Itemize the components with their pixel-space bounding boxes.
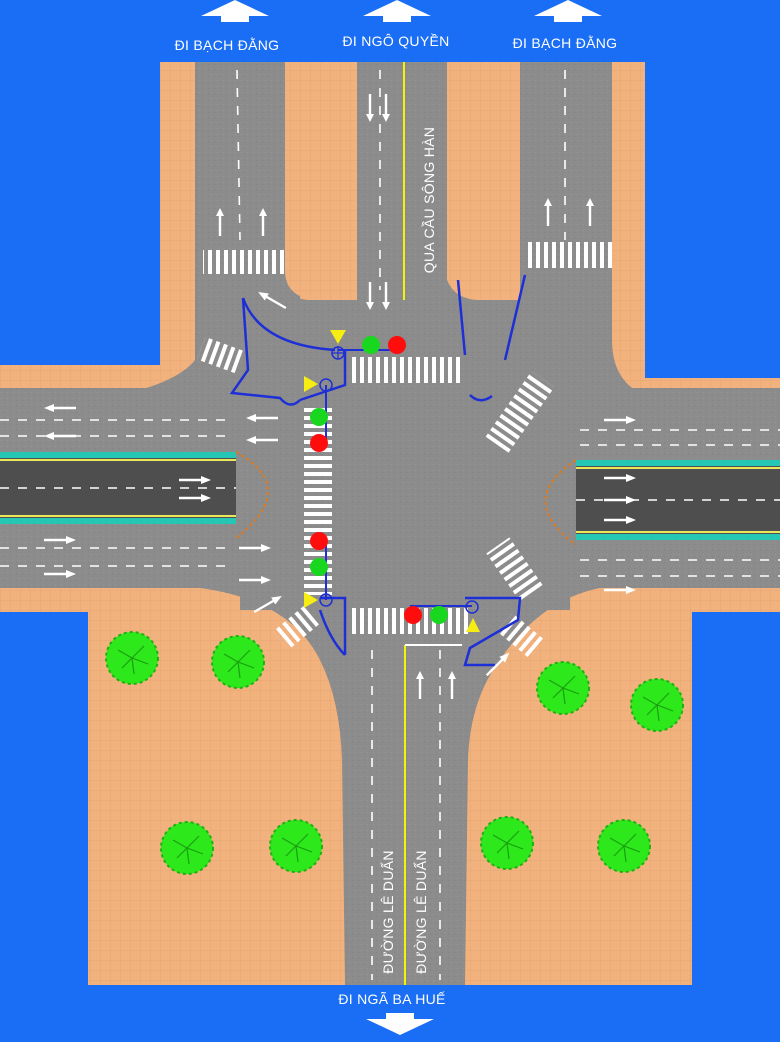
label-bridge: QUA CẦU SÔNG HÀN xyxy=(421,127,437,273)
median-nose-west xyxy=(235,451,269,539)
label-bottom: ĐI NGÃ BA HUẾ xyxy=(338,991,445,1007)
traffic-light-icon xyxy=(404,600,480,632)
label-top-center: ĐI NGÔ QUYỀN xyxy=(342,33,449,49)
label-top-left: ĐI BẠCH ĐẰNG xyxy=(175,36,280,53)
traffic-light-icon xyxy=(304,532,333,608)
traffic-light-icon xyxy=(304,376,333,452)
label-street-right: ĐƯỜNG LÊ DUẨN xyxy=(412,850,429,974)
label-street-left: ĐƯỜNG LÊ DUẨN xyxy=(379,850,396,974)
traffic-light-icon xyxy=(330,330,406,360)
lane-markings xyxy=(0,69,780,980)
median-west xyxy=(0,452,236,524)
curb-lines xyxy=(229,274,527,667)
median-nose-east xyxy=(544,459,577,546)
label-top-right: ĐI BẠCH ĐẰNG xyxy=(513,34,618,51)
